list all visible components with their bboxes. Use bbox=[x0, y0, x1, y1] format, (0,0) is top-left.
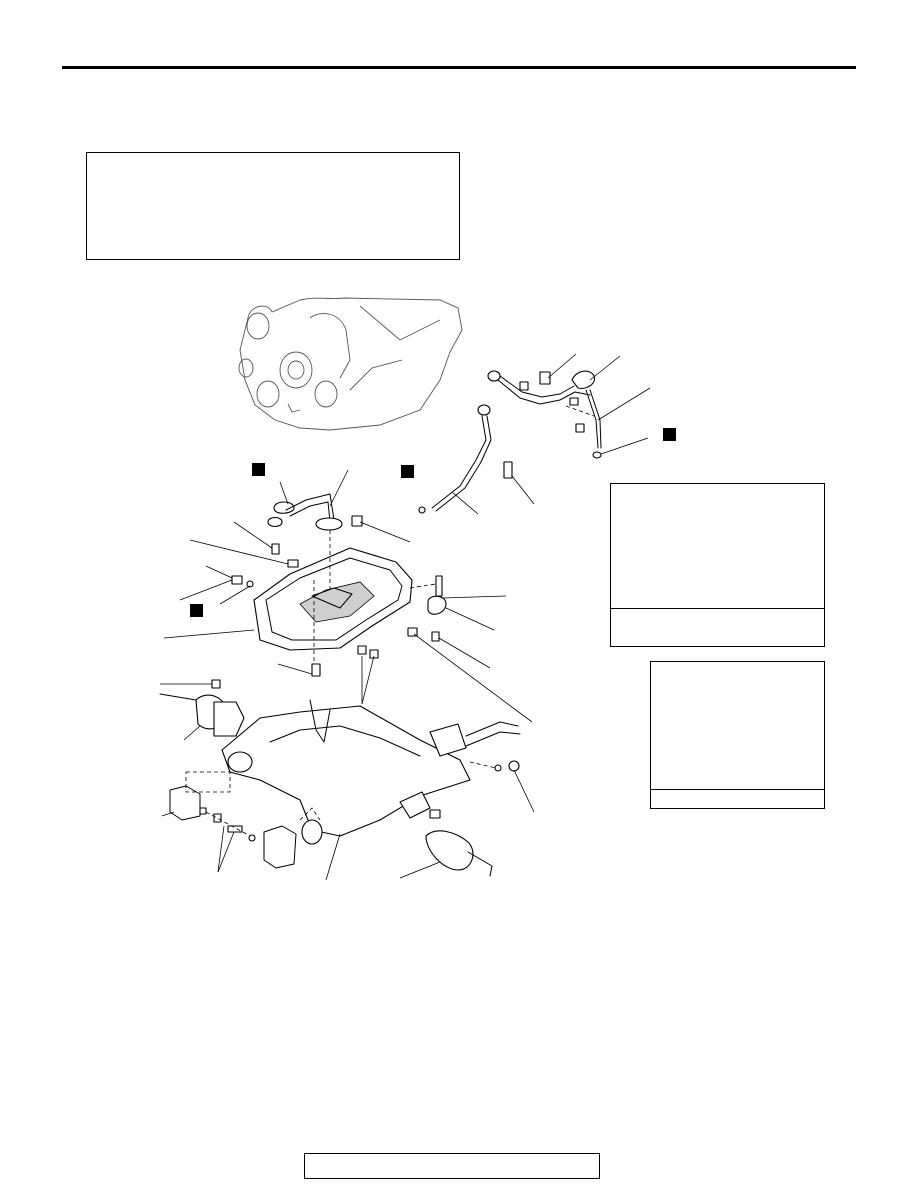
detail-view-a bbox=[610, 483, 825, 647]
oil-strainer-assembly bbox=[189, 469, 411, 568]
caution-note-box bbox=[86, 152, 460, 260]
engine-block-outline bbox=[238, 297, 463, 431]
marker-square bbox=[663, 428, 676, 441]
marker-square bbox=[190, 604, 203, 617]
detail-a-caption bbox=[611, 608, 824, 646]
gauge-tube bbox=[418, 404, 535, 515]
detail-b-caption bbox=[651, 789, 824, 808]
marker-square bbox=[252, 463, 265, 476]
oil-pan bbox=[163, 530, 533, 723]
page-footer-box bbox=[304, 1153, 600, 1179]
header-rule bbox=[62, 66, 856, 69]
marker-square bbox=[401, 465, 414, 478]
oil-level-gauge-assembly bbox=[487, 353, 651, 459]
detail-view-b bbox=[650, 661, 825, 809]
front-differential-assembly bbox=[159, 679, 535, 881]
